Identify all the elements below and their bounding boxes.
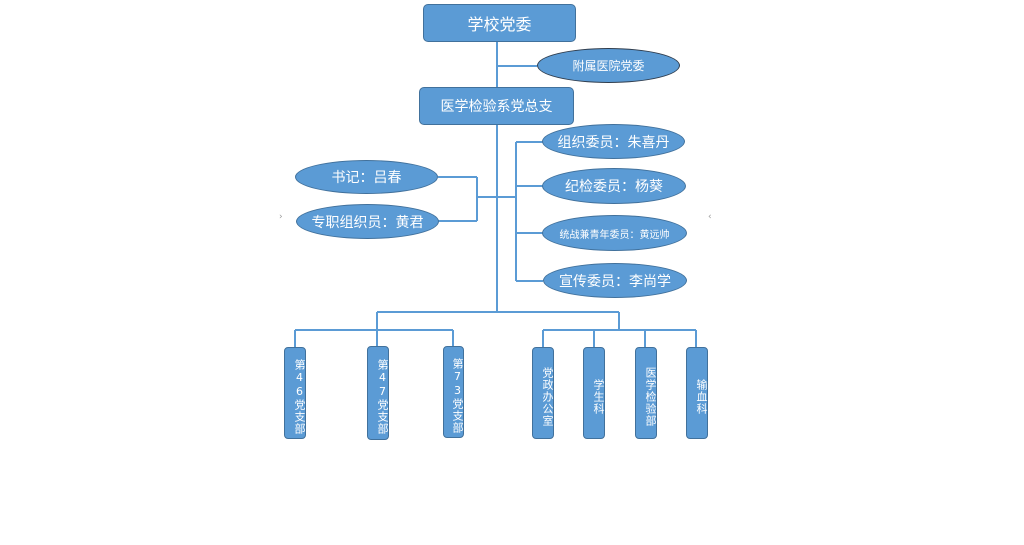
left-member-label: 书记：吕春 xyxy=(331,170,402,186)
party-branch-label: 第46党支部 xyxy=(293,358,306,435)
department-label: 医学检验系党总支 xyxy=(440,99,553,115)
affiliated-hospital-node: 附属医院党委 xyxy=(537,48,680,83)
committee-member-node: 组织委员：朱喜丹 xyxy=(542,124,685,159)
party-branch-label: 第73党支部 xyxy=(451,357,464,434)
office-node: 医学检验部 xyxy=(635,347,657,439)
office-label: 医学检验部 xyxy=(644,366,657,427)
party-branch-label: 第47党支部 xyxy=(376,358,389,435)
party-branch-node: 第46党支部 xyxy=(284,347,306,439)
committee-member-node: 纪检委员：杨葵 xyxy=(542,168,686,204)
affiliated-hospital-label: 附属医院党委 xyxy=(572,59,645,73)
committee-member-node: 统战兼青年委员：黄远帅 xyxy=(542,215,687,251)
left-member-node: 书记：吕春 xyxy=(295,160,438,194)
root-label: 学校党委 xyxy=(467,15,532,34)
left-member-label: 专职组织员：黄君 xyxy=(311,214,424,231)
committee-member-label: 纪检委员：杨葵 xyxy=(565,179,663,195)
office-node: 输血科 xyxy=(686,347,708,439)
office-label: 学生科 xyxy=(592,378,605,415)
committee-member-label: 宣传委员：李尚学 xyxy=(559,273,671,290)
party-branch-node: 第47党支部 xyxy=(367,346,389,440)
office-node: 学生科 xyxy=(583,347,605,439)
left-member-node: 专职组织员：黄君 xyxy=(296,204,439,239)
committee-member-label: 组织委员：朱喜丹 xyxy=(557,134,670,151)
root-node: 学校党委 xyxy=(423,4,576,42)
department-node: 医学检验系党总支 xyxy=(419,87,574,125)
office-node: 党政办公室 xyxy=(532,347,554,439)
office-label: 党政办公室 xyxy=(541,366,554,427)
office-label: 输血科 xyxy=(695,378,708,415)
party-branch-node: 第73党支部 xyxy=(443,346,464,438)
committee-member-node: 宣传委员：李尚学 xyxy=(543,263,687,298)
left-side-mark: › xyxy=(279,212,283,222)
right-side-mark: ‹ xyxy=(708,212,712,222)
committee-member-label: 统战兼青年委员：黄远帅 xyxy=(559,229,670,241)
